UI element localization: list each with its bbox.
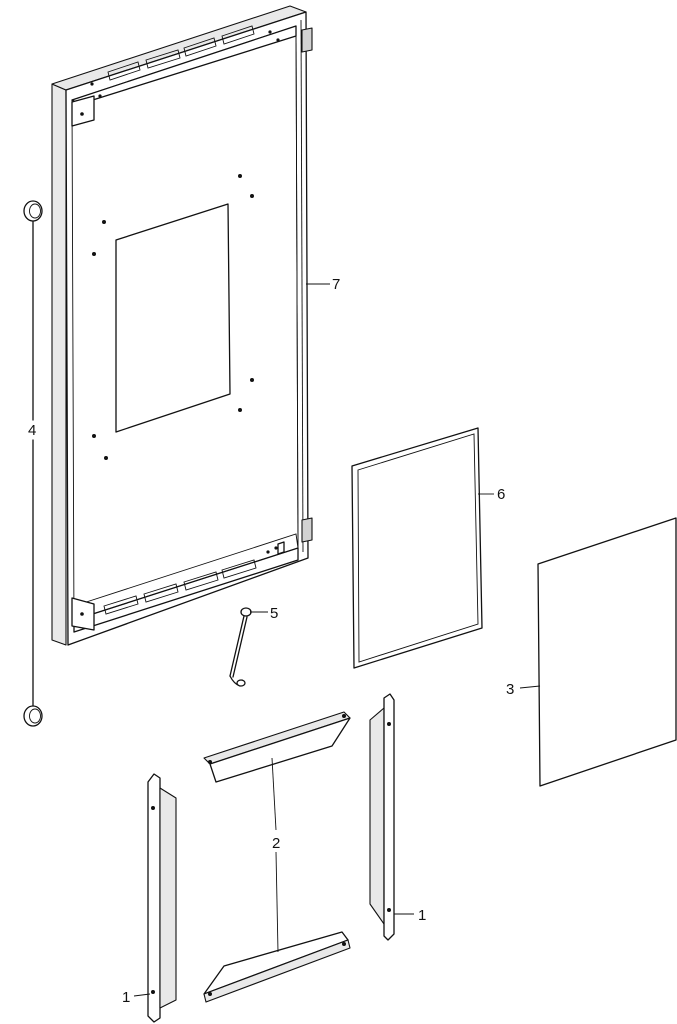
- callout-2: 2: [272, 835, 280, 852]
- trim-part-2-top: [203, 711, 351, 783]
- callout-4: 4: [28, 422, 36, 439]
- side-trim-part-1-right: [369, 693, 395, 941]
- leader-line-3: [519, 685, 541, 689]
- door-frame-part-7: [51, 5, 313, 646]
- callout-1-right: 1: [418, 907, 426, 924]
- callout-3: 3: [506, 681, 514, 698]
- rod-part-4: [23, 200, 43, 727]
- side-trim-part-1-left: [147, 773, 177, 1023]
- leader-line-2-bottom: [275, 851, 279, 953]
- callout-7: 7: [332, 276, 340, 293]
- leader-line-1-left: [133, 993, 151, 997]
- callout-6: 6: [497, 486, 505, 503]
- callout-5: 5: [270, 605, 278, 622]
- latch-part-5: [229, 607, 252, 687]
- trim-part-2-bottom: [203, 931, 351, 1003]
- glass-pane-part-3: [537, 517, 677, 787]
- callout-1-left: 1: [122, 989, 130, 1006]
- gasket-part-6: [351, 427, 483, 669]
- leader-line-2-top: [271, 757, 277, 831]
